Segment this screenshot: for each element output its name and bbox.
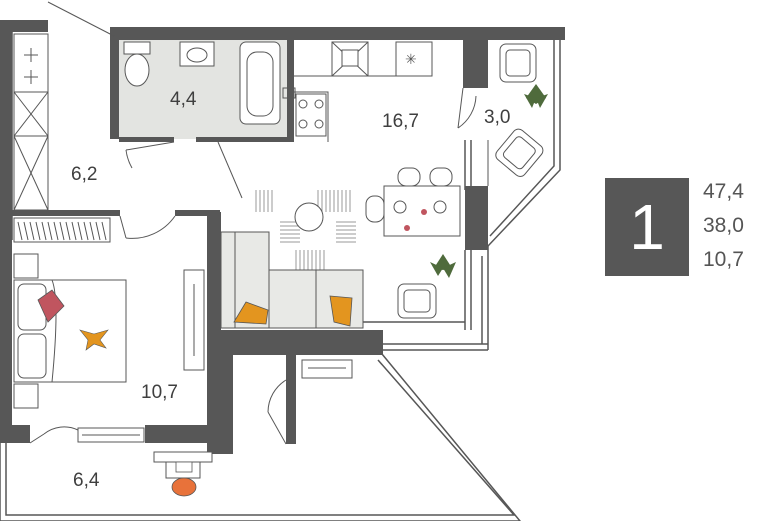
kitchen-counter (294, 41, 433, 142)
sofa-cushion (233, 301, 269, 325)
dining-table (365, 167, 461, 237)
bedroom-desk (183, 269, 205, 371)
snowflake-icon: ✳ (405, 52, 417, 68)
plant-icon (524, 84, 548, 108)
kitchen-area: 10,7 (703, 248, 744, 271)
fruit (404, 225, 410, 231)
balcony-chairs (495, 43, 544, 177)
armchair (397, 283, 437, 319)
bedroom-wardrobe (13, 217, 111, 243)
chair-icon (171, 461, 197, 497)
rooms-count: 1 (629, 191, 665, 263)
bed-pillow (37, 289, 65, 323)
room-area-hallway: 6,2 (71, 164, 98, 185)
bathroom-fixtures (123, 41, 296, 125)
living-area: 38,0 (703, 214, 744, 237)
sofa-cushion (329, 295, 353, 327)
room-area-kitchen-living: 16,7 (382, 111, 419, 132)
rooms-count-badge: 1 (605, 178, 689, 276)
total-area: 47,4 (703, 180, 744, 203)
fruit (421, 209, 427, 215)
bed (13, 253, 127, 409)
room-area-balcony: 3,0 (484, 107, 511, 128)
rug (255, 190, 356, 270)
coffee-table (294, 202, 324, 232)
room-area-bathroom: 4,4 (170, 89, 197, 110)
doors (29, 1, 489, 445)
plant-icon (430, 254, 456, 278)
room-area-loggia: 6,4 (73, 470, 100, 491)
wardrobe (13, 33, 49, 211)
cat-icon (79, 329, 109, 351)
room-area-bedroom: 10,7 (141, 382, 178, 403)
